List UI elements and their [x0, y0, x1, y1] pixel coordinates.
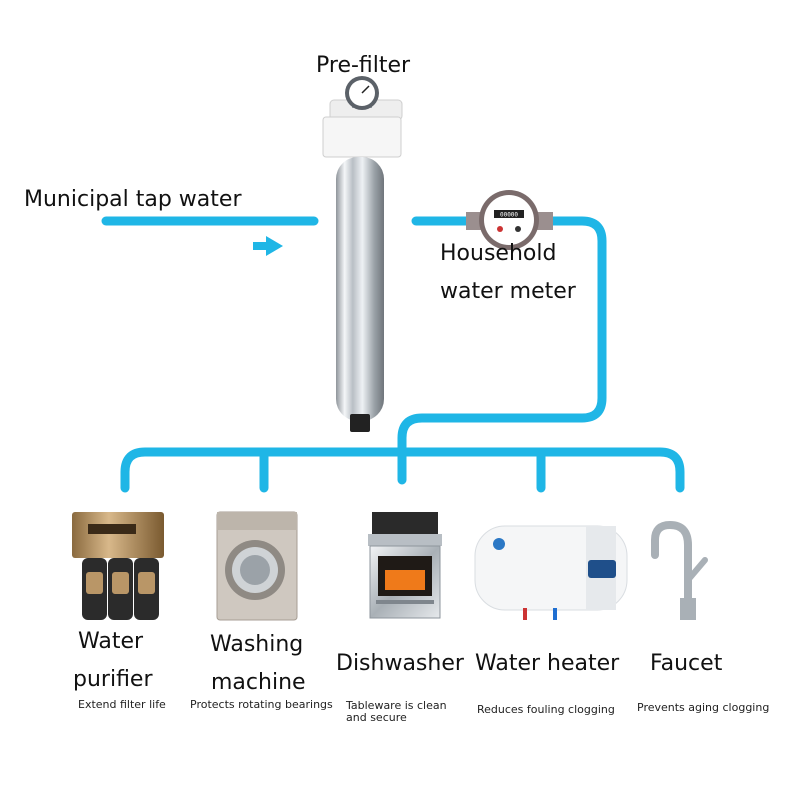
appliance-benefit-dishwasher-line2: and secure: [346, 711, 407, 724]
water-heater-icon: [474, 525, 628, 620]
appliance-benefit-heater: Reduces fouling clogging: [477, 703, 615, 716]
water-meter-icon: 00000: [466, 190, 553, 250]
meter-reading: 00000: [500, 212, 518, 219]
appliance-name-purifier-line1: Water: [78, 629, 144, 654]
appliance-benefit-dishwasher-line1: Tableware is clean: [346, 699, 447, 712]
appliance-name-purifier-line2: purifier: [73, 667, 153, 692]
flow-arrow-icon: [253, 236, 283, 256]
appliance-name-washing-line1: Washing: [210, 632, 304, 657]
prefilter-label: Pre-filter: [316, 53, 411, 78]
appliance-name-faucet: Faucet: [650, 651, 723, 676]
outlet-pipe: [397, 216, 607, 485]
meter-label-line2: water meter: [440, 279, 576, 304]
municipal-water-label: Municipal tap water: [24, 187, 242, 212]
meter-label-line1: Household: [440, 241, 557, 266]
appliance-name-washing-line2: machine: [211, 670, 306, 695]
pre-filter-unit: [322, 76, 403, 432]
faucet-icon: [651, 520, 708, 620]
pipe-network: [101, 216, 685, 493]
appliance-name-heater: Water heater: [475, 651, 620, 676]
water-purifier-icon: [72, 512, 164, 620]
appliance-name-dishwasher: Dishwasher: [336, 651, 464, 676]
appliance-benefit-faucet: Prevents aging clogging: [637, 701, 770, 714]
appliance-benefit-washing: Protects rotating bearings: [190, 698, 333, 711]
dishwasher-icon: [368, 512, 442, 619]
washing-machine-icon: [216, 511, 298, 621]
appliance-benefit-purifier: Extend filter life: [78, 698, 166, 711]
pressure-gauge-icon: [345, 76, 379, 110]
distribution-manifold: [120, 447, 685, 493]
